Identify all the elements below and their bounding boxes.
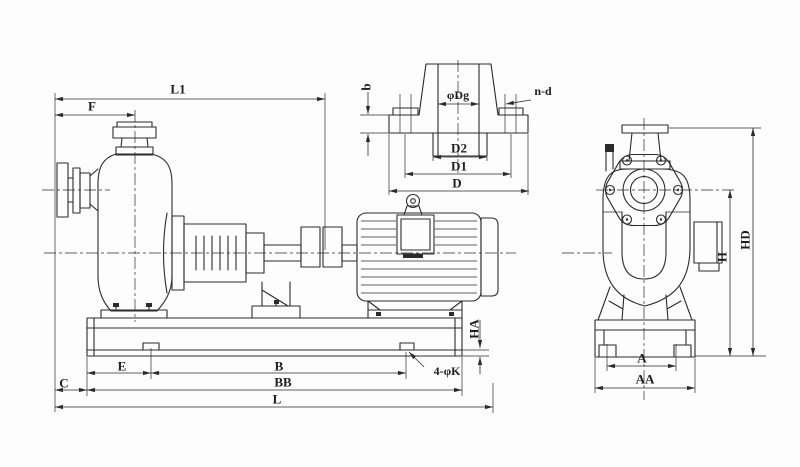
flange-detail-view [388, 63, 529, 157]
extension-lines [54, 93, 766, 413]
side-view [56, 121, 499, 357]
centerlines [42, 60, 737, 400]
end-view [594, 124, 723, 358]
dimension-lines [55, 92, 756, 410]
